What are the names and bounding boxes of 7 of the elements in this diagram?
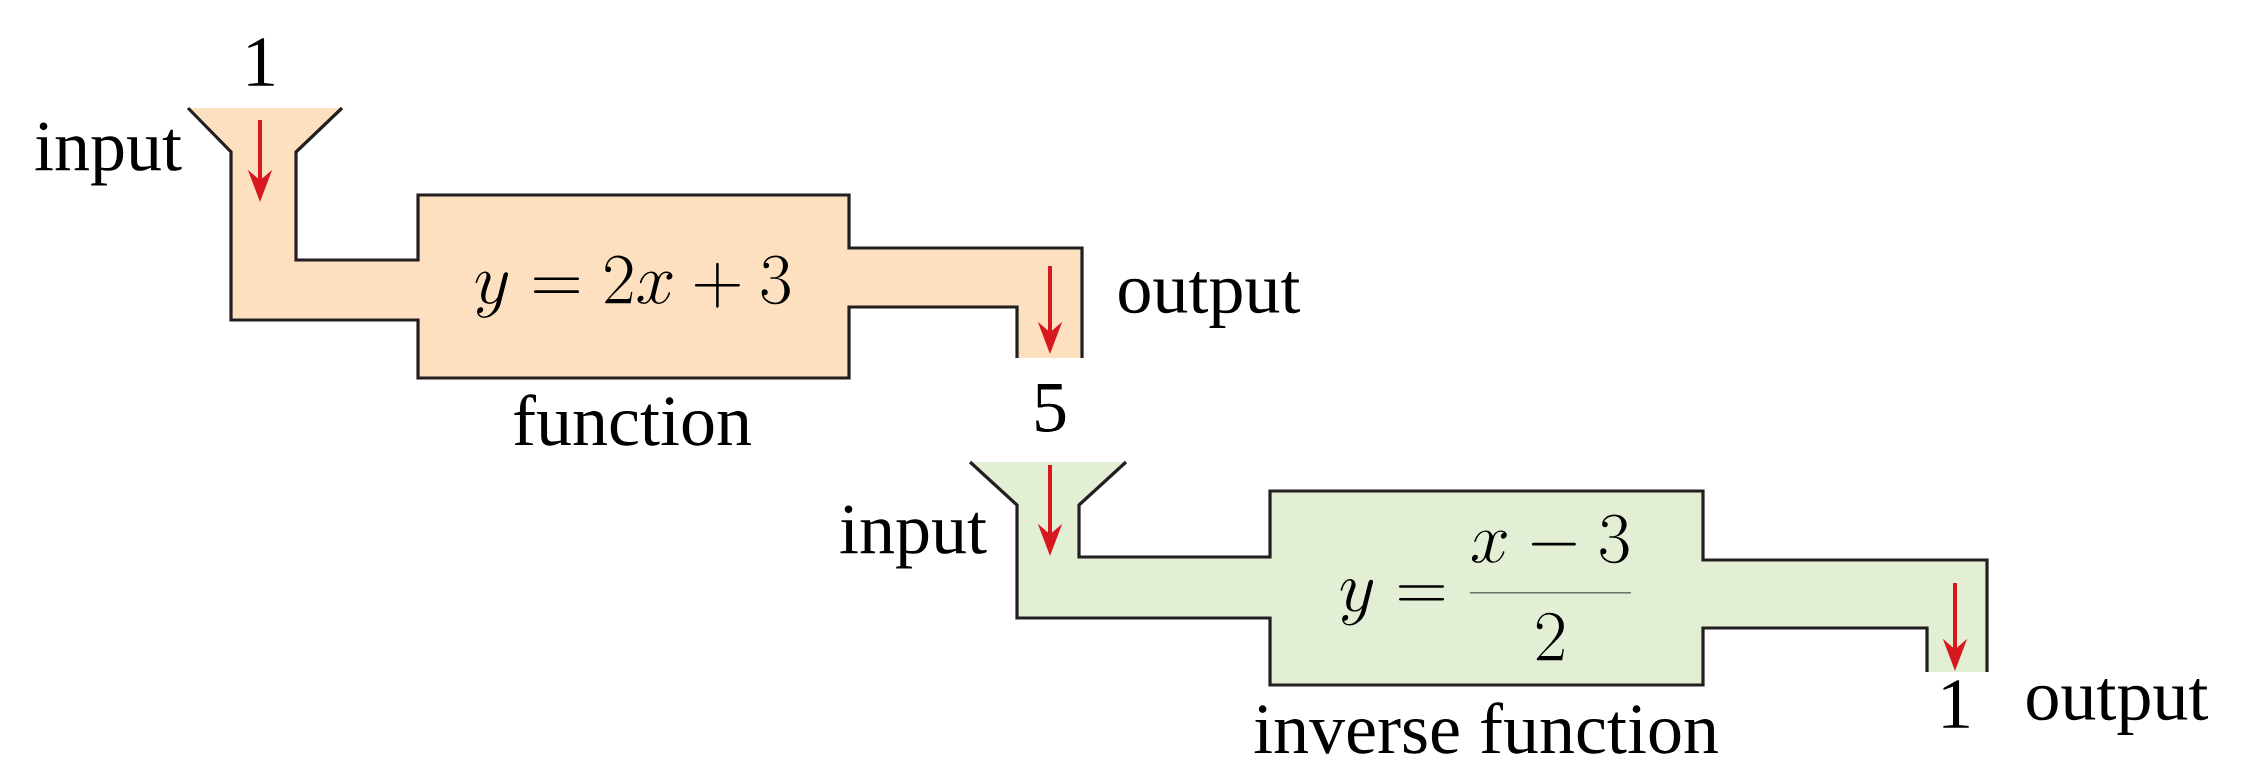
node-label: function: [514, 394, 751, 446]
port-label: output: [2027, 679, 2208, 735]
port-label: output: [1119, 272, 1300, 328]
value-label: 1: [248, 38, 274, 86]
node-label: inverse function: [1254, 702, 1718, 754]
value-label: 5: [1036, 384, 1066, 432]
machine-drawing: $y=2x+3$: [186, 106, 1084, 380]
